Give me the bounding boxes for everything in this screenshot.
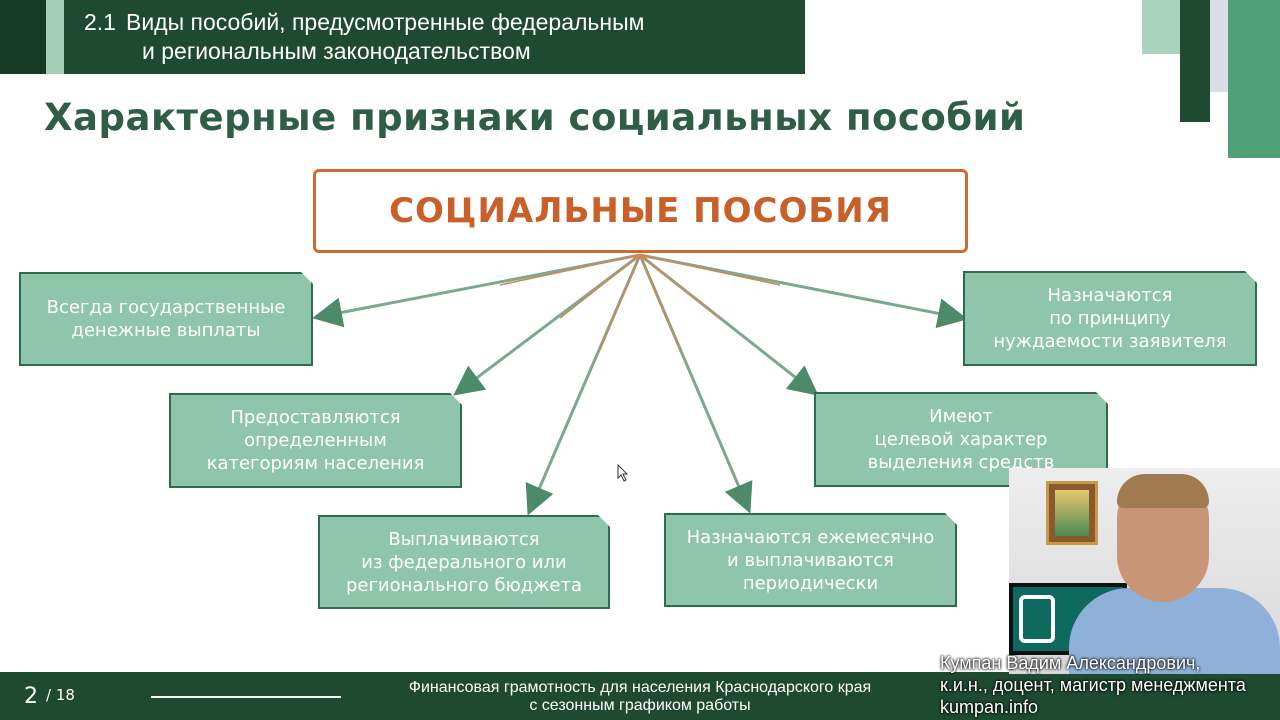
feature-label: Предоставляются определенным категориям … [206, 407, 425, 474]
header-accent-light [46, 0, 64, 74]
presenter-video [1009, 468, 1280, 674]
presenter-title: к.и.н., доцент, магистр менеджмента [940, 675, 1246, 695]
page-number: 2 [24, 684, 38, 709]
feature-box-monthly: Назначаются ежемесячно и выплачиваются п… [664, 513, 957, 607]
feature-box-categories: Предоставляются определенным категориям … [169, 393, 462, 488]
page-total: / 18 [46, 686, 75, 704]
presenter-shirt [1069, 588, 1280, 674]
wall-painting [1046, 481, 1098, 545]
feature-label: Выплачиваются из федерального или регион… [345, 528, 583, 596]
arrow-to-feature-1 [312, 253, 641, 328]
slide-footer: 2 / 18 Финансовая грамотность для населе… [0, 672, 1280, 720]
mouse-cursor-icon [617, 464, 629, 482]
feature-box-need: Назначаются по принципу нуждаемости заяв… [963, 271, 1257, 366]
feature-label: Имеют целевой характер выделения средств [867, 406, 1055, 473]
footer-caption-line2: с сезонным графиком работы [529, 697, 751, 714]
presenter-site: kumpan.info [940, 697, 1039, 717]
feature-label: Всегда государственные денежные выплаты [46, 297, 286, 341]
footer-caption: Финансовая грамотность для населения Кра… [360, 679, 920, 715]
feature-box-state-payments: Всегда государственные денежные выплаты [19, 272, 313, 366]
arrow-to-feature-6 [639, 253, 968, 329]
section-title-line1: Виды пособий, предусмотренные федеральны… [125, 9, 645, 35]
decor-block-dark [1180, 0, 1210, 122]
presenter-name: Кумпан Вадим Александрович, [940, 653, 1201, 673]
decor-block-light [1142, 0, 1180, 54]
section-header: 2.1 Виды пособий, предусмотренные федерал… [0, 0, 805, 74]
feature-label: Назначаются по принципу нуждаемости заяв… [993, 285, 1227, 352]
header-accent-dark [0, 0, 46, 74]
main-concept-box: СОЦИАЛЬНЫЕ ПОСОБИЯ [313, 169, 968, 253]
footer-caption-line1: Финансовая грамотность для населения Кра… [408, 679, 872, 696]
feature-box-budget: Выплачиваются из федерального или регион… [318, 515, 610, 609]
slide-title: Характерные признаки социальных пособий [44, 96, 1026, 139]
section-title-line2: и региональным законодательством [142, 38, 531, 64]
section-title: 2.1 Виды пособий, предусмотренные федерал… [84, 8, 644, 66]
decor-block-grey [1210, 0, 1228, 92]
main-concept-label: СОЦИАЛЬНЫЕ ПОСОБИЯ [389, 191, 892, 231]
feature-label: Назначаются ежемесячно и выплачиваются п… [686, 526, 935, 594]
decor-block-green [1228, 0, 1280, 158]
section-number: 2.1 [84, 9, 116, 35]
arrow-to-feature-2 [453, 253, 641, 396]
footer-divider [151, 696, 341, 698]
presenter-caption: Кумпан Вадим Александрович, к.и.н., доце… [940, 652, 1280, 718]
